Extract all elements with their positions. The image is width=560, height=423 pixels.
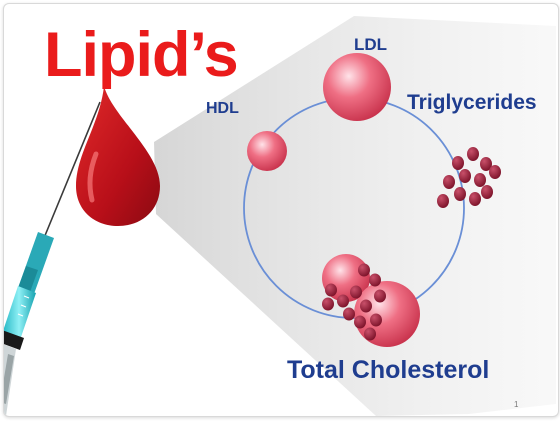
ldl-particle: [323, 53, 391, 121]
blood-drop-icon: [76, 86, 160, 226]
hdl-particle: [247, 131, 287, 171]
lipid-illustration: [4, 16, 556, 416]
page-number: 1: [514, 400, 519, 409]
ldl-label: LDL: [354, 35, 388, 54]
triglyceride-cluster: [437, 147, 501, 208]
triglycerides-label: Triglycerides: [407, 91, 537, 114]
projection-beam: [154, 16, 556, 416]
slide: Lipid’s LDL HDL Triglycerides Total Chol…: [3, 3, 559, 417]
slide-title: Lipid’s: [44, 20, 239, 90]
hdl-label: HDL: [206, 100, 239, 117]
total-cholesterol-cluster: [322, 254, 420, 347]
total-cholesterol-label: Total Cholesterol: [287, 356, 490, 384]
syringe-icon: [4, 101, 101, 416]
